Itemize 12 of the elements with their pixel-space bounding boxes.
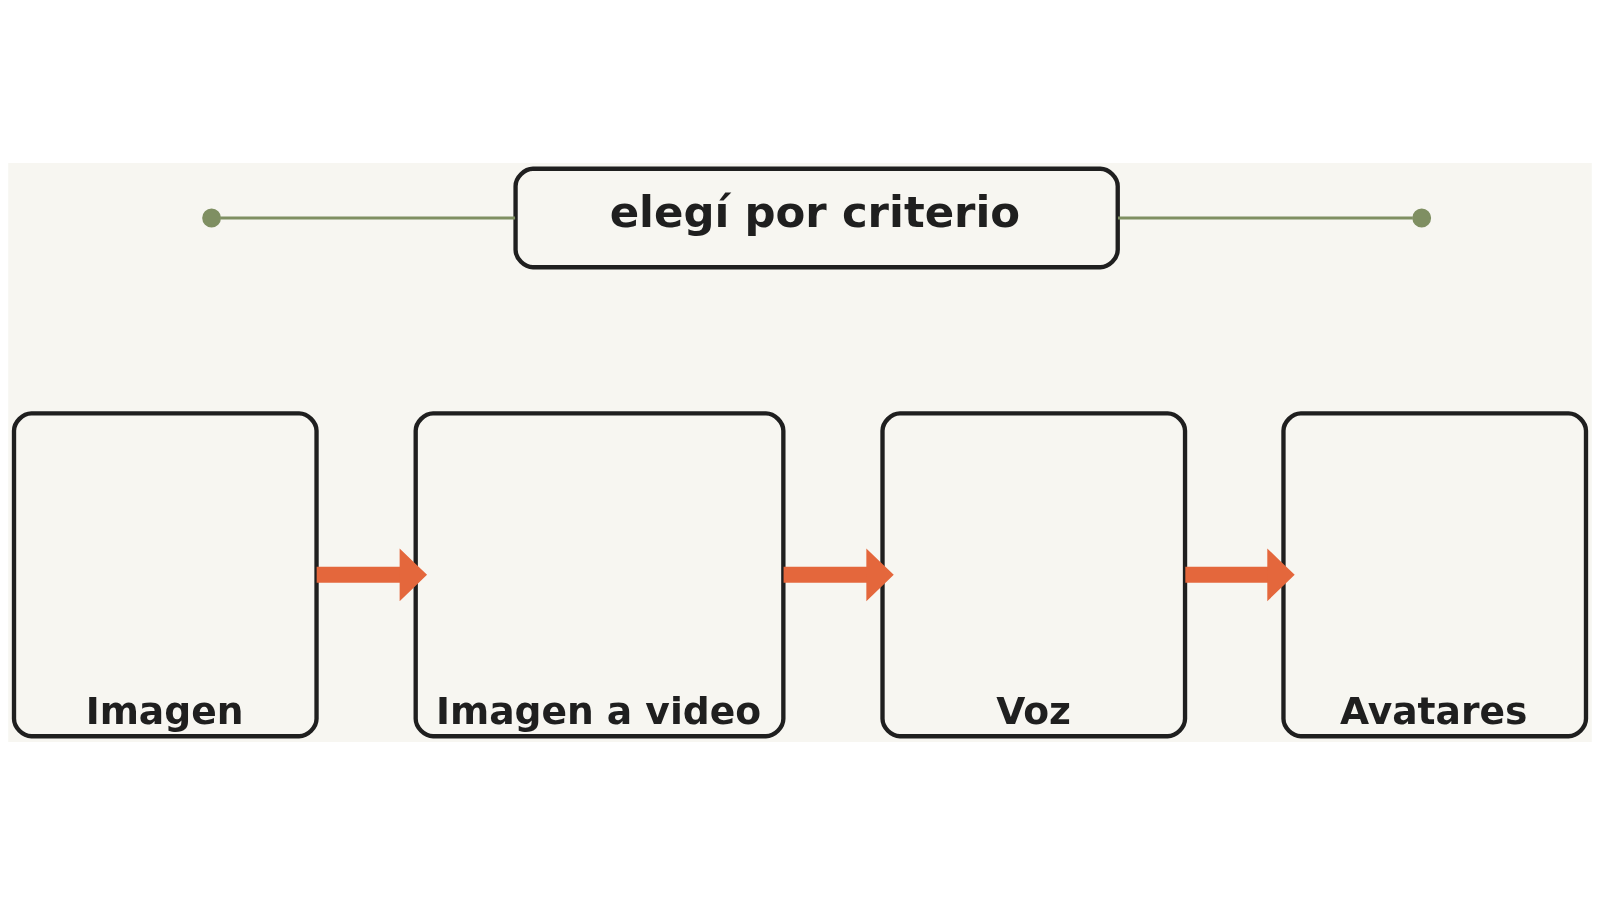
node-box: elegí por criterio (513, 166, 1120, 270)
arrow (783, 548, 894, 602)
node-circle (1412, 208, 1432, 228)
node-box: Imagen a video (413, 411, 786, 739)
node-box: Voz (880, 411, 1188, 739)
node-box: Imagen (11, 411, 319, 739)
node-circle (202, 208, 221, 228)
connector (220, 216, 516, 220)
arrow (316, 548, 428, 602)
node-box: Avatares (1281, 411, 1589, 739)
connector (1118, 216, 1413, 220)
arrow (1185, 548, 1295, 602)
